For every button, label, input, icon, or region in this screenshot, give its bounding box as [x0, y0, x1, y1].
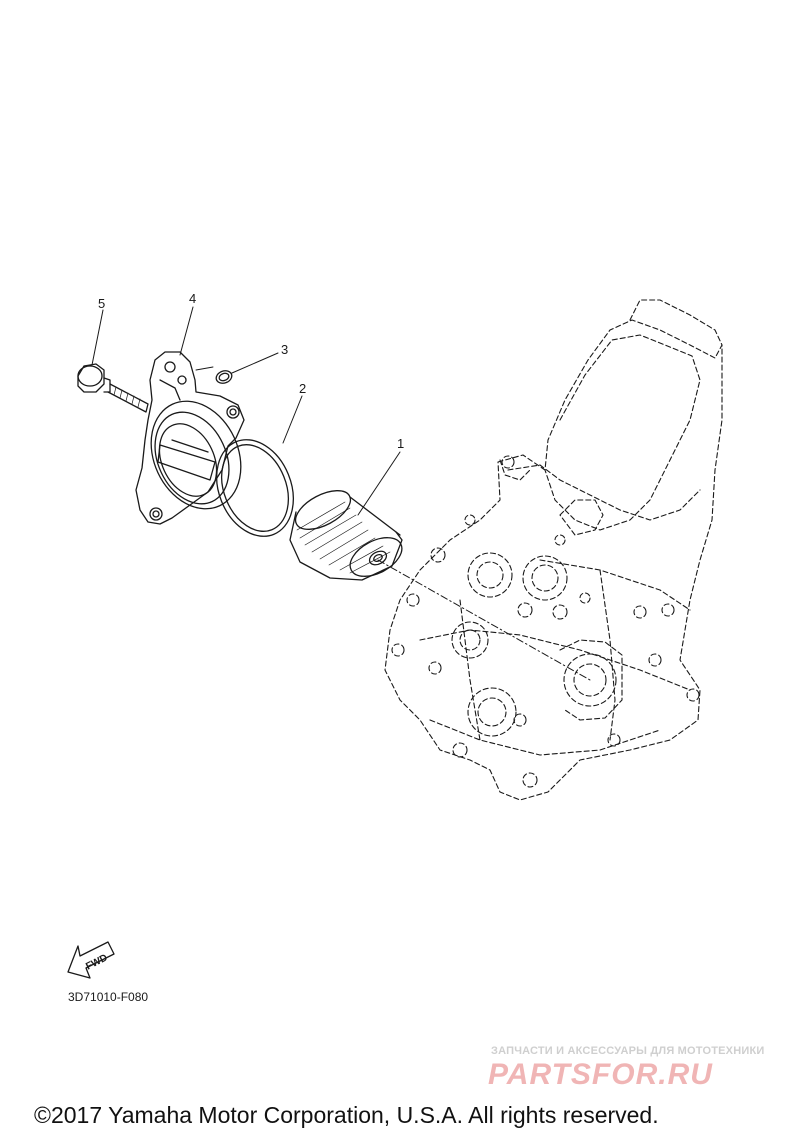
- assembly-centerline: [377, 559, 591, 681]
- oil-filter-element: [289, 490, 403, 581]
- o-ring-large: [216, 439, 294, 537]
- watermark-logo: PARTSFOR.RU: [488, 1058, 713, 1091]
- watermark-tagline: ЗАПЧАСТИ И АКСЕССУАРЫ ДЛЯ МОТОТЕХНИКИ: [491, 1045, 765, 1057]
- callout-2: 2: [299, 381, 306, 396]
- callout-1: 1: [397, 436, 404, 451]
- bolt: [77, 363, 149, 413]
- callout-5: 5: [98, 296, 105, 311]
- fwd-arrow-icon: [67, 941, 115, 979]
- diagram-code: 3D71010-F080: [68, 990, 149, 1004]
- filter-cover: [135, 351, 245, 525]
- o-ring-small: [195, 366, 233, 384]
- crankcase-outline: [384, 299, 723, 801]
- callout-leaders: [91, 306, 401, 516]
- copyright-notice: ©2017 Yamaha Motor Corporation, U.S.A. A…: [34, 1102, 659, 1128]
- callout-3: 3: [281, 342, 288, 357]
- callout-4: 4: [189, 291, 196, 306]
